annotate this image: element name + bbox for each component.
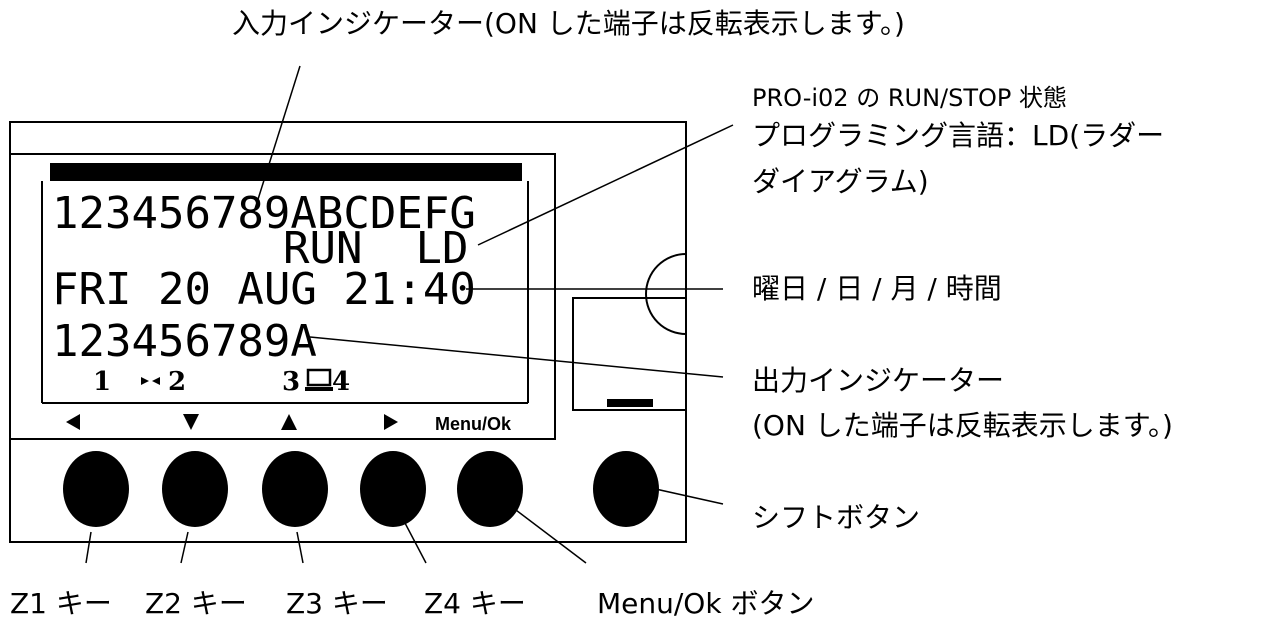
label-output-indicator-1: 出力インジケーター [752, 364, 1005, 397]
label-run-state-1: PRO-i02 の RUN/STOP 状態 [752, 84, 1067, 112]
lcd-status-row: RUN LD [283, 223, 469, 274]
down-triangle-icon [183, 414, 199, 430]
link-icon-right [152, 377, 160, 385]
right-triangle-icon [384, 414, 398, 430]
label-run-state-2: プログラミング言語：LD(ラダー [752, 119, 1165, 152]
label-shift-button: シフトボタン [752, 501, 921, 534]
leader-input-indicator [253, 65, 301, 213]
label-z3-key: Z3 キー [286, 587, 388, 620]
leader-z3 [296, 531, 304, 564]
side-cover-slot [607, 399, 653, 407]
leader-z1 [85, 531, 92, 564]
monitor-icon [305, 368, 333, 391]
label-datetime: 曜日 / 日 / 月 / 時間 [752, 272, 1002, 305]
side-cover-arc [645, 253, 687, 335]
lcd-input-row: 123456789ABCDEFG [52, 188, 476, 239]
side-cover [572, 297, 687, 411]
z1-button[interactable] [63, 451, 129, 527]
lcd-frame [9, 153, 556, 440]
leader-z4 [394, 503, 427, 564]
lcd-channel-3: 3 [282, 367, 301, 397]
label-z4-key: Z4 キー [424, 587, 526, 620]
lcd-channel-1: 1 [93, 367, 112, 397]
z2-button[interactable] [162, 451, 228, 527]
label-z2-key: Z2 キー [145, 587, 247, 620]
lcd-output-row: 123456789A [52, 316, 317, 367]
shift-button[interactable] [593, 451, 659, 527]
softkey-menu-label: Menu/Ok [435, 414, 512, 434]
leader-run-state [477, 124, 734, 246]
label-menu-ok-button: Menu/Ok ボタン [597, 587, 815, 620]
lcd-channel-4: 4 [332, 367, 351, 397]
left-triangle-icon [66, 414, 80, 430]
leader-menu-ok [507, 503, 587, 564]
lcd-channel-2: 2 [168, 367, 187, 397]
leader-z2 [180, 531, 189, 564]
leader-output-indicator [309, 336, 724, 378]
label-run-state-3: ダイアグラム) [752, 165, 929, 198]
menu-ok-button[interactable] [457, 451, 523, 527]
label-output-indicator-2: (ON した端子は反転表示します。) [752, 409, 1173, 442]
label-input-indicator: 入力インジケーター(ON した端子は反転表示します。) [232, 7, 905, 40]
label-z1-key: Z1 キー [10, 587, 112, 620]
lcd-datetime-row: FRI 20 AUG 21:40 [52, 264, 476, 315]
leader-shift [632, 483, 724, 505]
z3-button[interactable] [262, 451, 328, 527]
link-icon-left [141, 377, 149, 385]
lcd-header-bar [50, 163, 522, 181]
up-triangle-icon [281, 414, 297, 430]
z4-button[interactable] [360, 451, 426, 527]
